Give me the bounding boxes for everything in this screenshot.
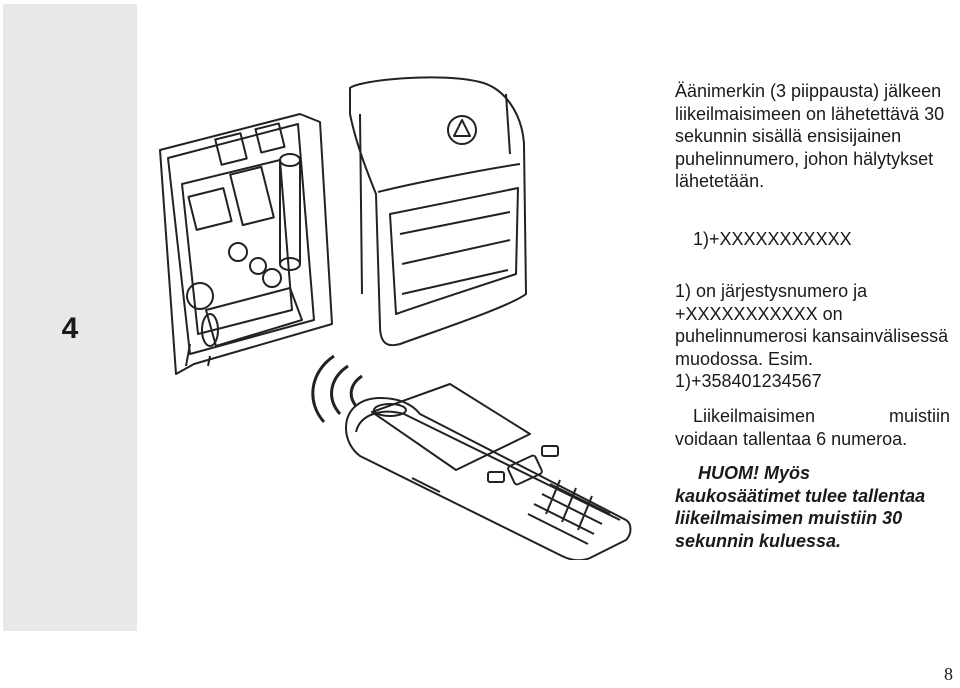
description-text: 1) on järjestysnumero ja +XXXXXXXXXXX on… (675, 281, 949, 391)
intro-text: Äänimerkin (3 piippausta) jälkeen liikei… (675, 81, 945, 191)
phone-drawing (345, 383, 632, 560)
device-illustration (159, 76, 632, 560)
note-block: HUOM! Myös kaukosäätimet tulee tallentaa… (675, 462, 955, 552)
memory-line-1-b: muistiin (888, 406, 950, 426)
note-heading: HUOM! Myös (698, 463, 810, 483)
code-format: 1)+XXXXXXXXXXX (693, 229, 852, 249)
wireless-waves (311, 354, 363, 424)
step-number: 4 (61, 312, 79, 345)
memory-line-1-a: Liikeilmaisimen (693, 406, 816, 426)
sensor-base-drawing (159, 113, 333, 375)
note-body: kaukosäätimet tulee tallentaa liikeilmai… (675, 485, 926, 551)
page-number: 8 (944, 664, 953, 684)
memory-text: Liikeilmaisimen muistiin voidaan tallent… (675, 405, 950, 450)
sensor-cover-drawing (349, 76, 527, 347)
step-column: 4 (3, 4, 137, 631)
memory-line-2: voidaan tallentaa 6 numeroa. (675, 428, 908, 449)
memory-line-1: Liikeilmaisimen muistiin (675, 405, 950, 428)
